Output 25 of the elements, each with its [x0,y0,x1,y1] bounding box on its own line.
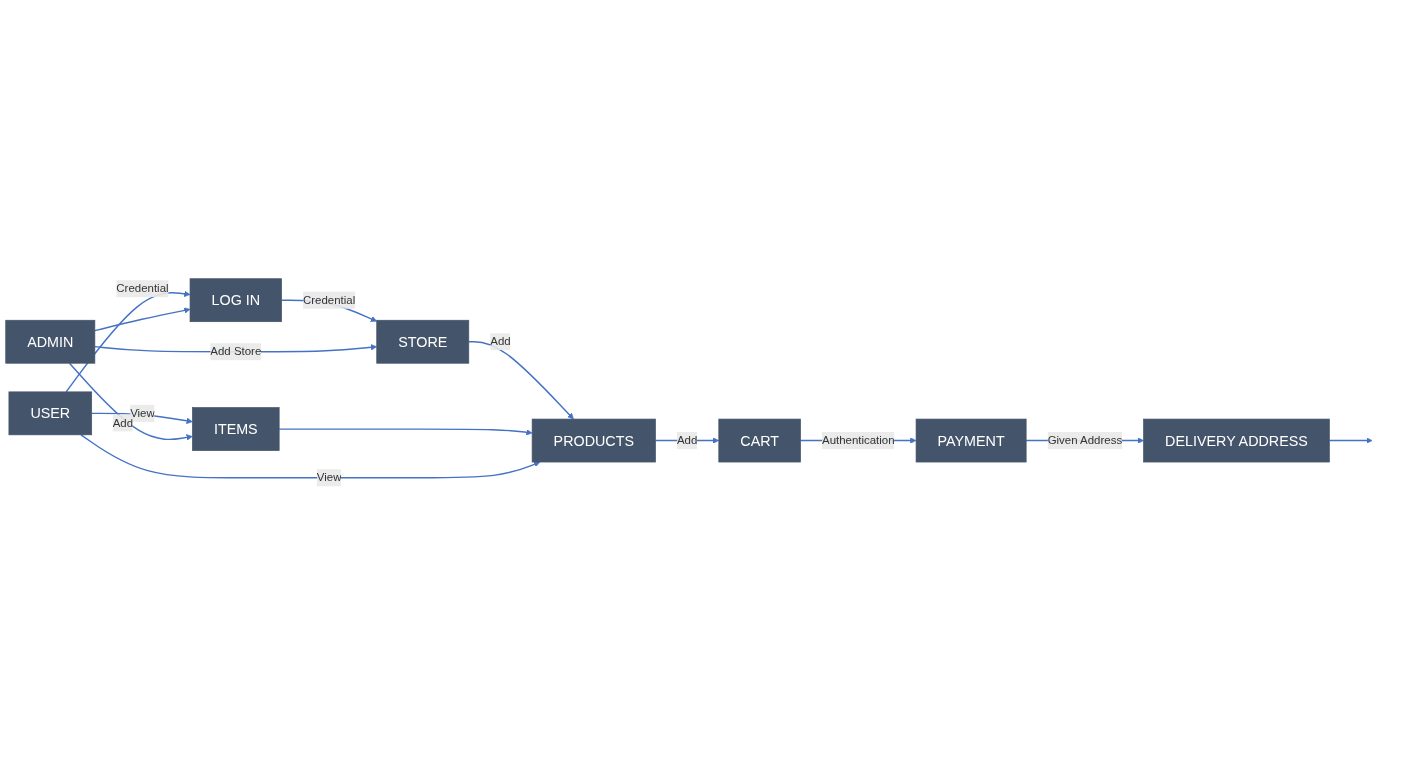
edge-label: Add Store [210,345,262,358]
edge-label: Given Address [1047,434,1123,447]
edge-label: View [130,406,155,420]
arrow [94,307,191,332]
edge-label: Credential [116,282,169,295]
node-box: USER [8,391,93,436]
arrow [65,290,191,393]
arrow [278,428,533,436]
node-box: ITEMS [192,407,280,451]
node-box: PAYMENT [915,418,1027,463]
edge-label: Add [676,434,698,447]
edge-label: Credential [303,293,356,306]
edge-label: Authentication [821,434,895,447]
arrow [80,434,541,479]
node-box: LOG IN [189,278,282,322]
node-box: DELIVERY ADDRESS [1143,418,1330,463]
node-box: STORE [376,319,470,364]
node-box: ADMIN [5,319,96,364]
edge-label: View [316,471,342,484]
edge-label: Add [490,335,511,348]
arrow [1328,437,1373,444]
node-box: PRODUCTS [531,418,656,463]
edge-label: Add [112,416,134,429]
arrow [468,340,574,420]
node-box: CART [718,418,801,463]
